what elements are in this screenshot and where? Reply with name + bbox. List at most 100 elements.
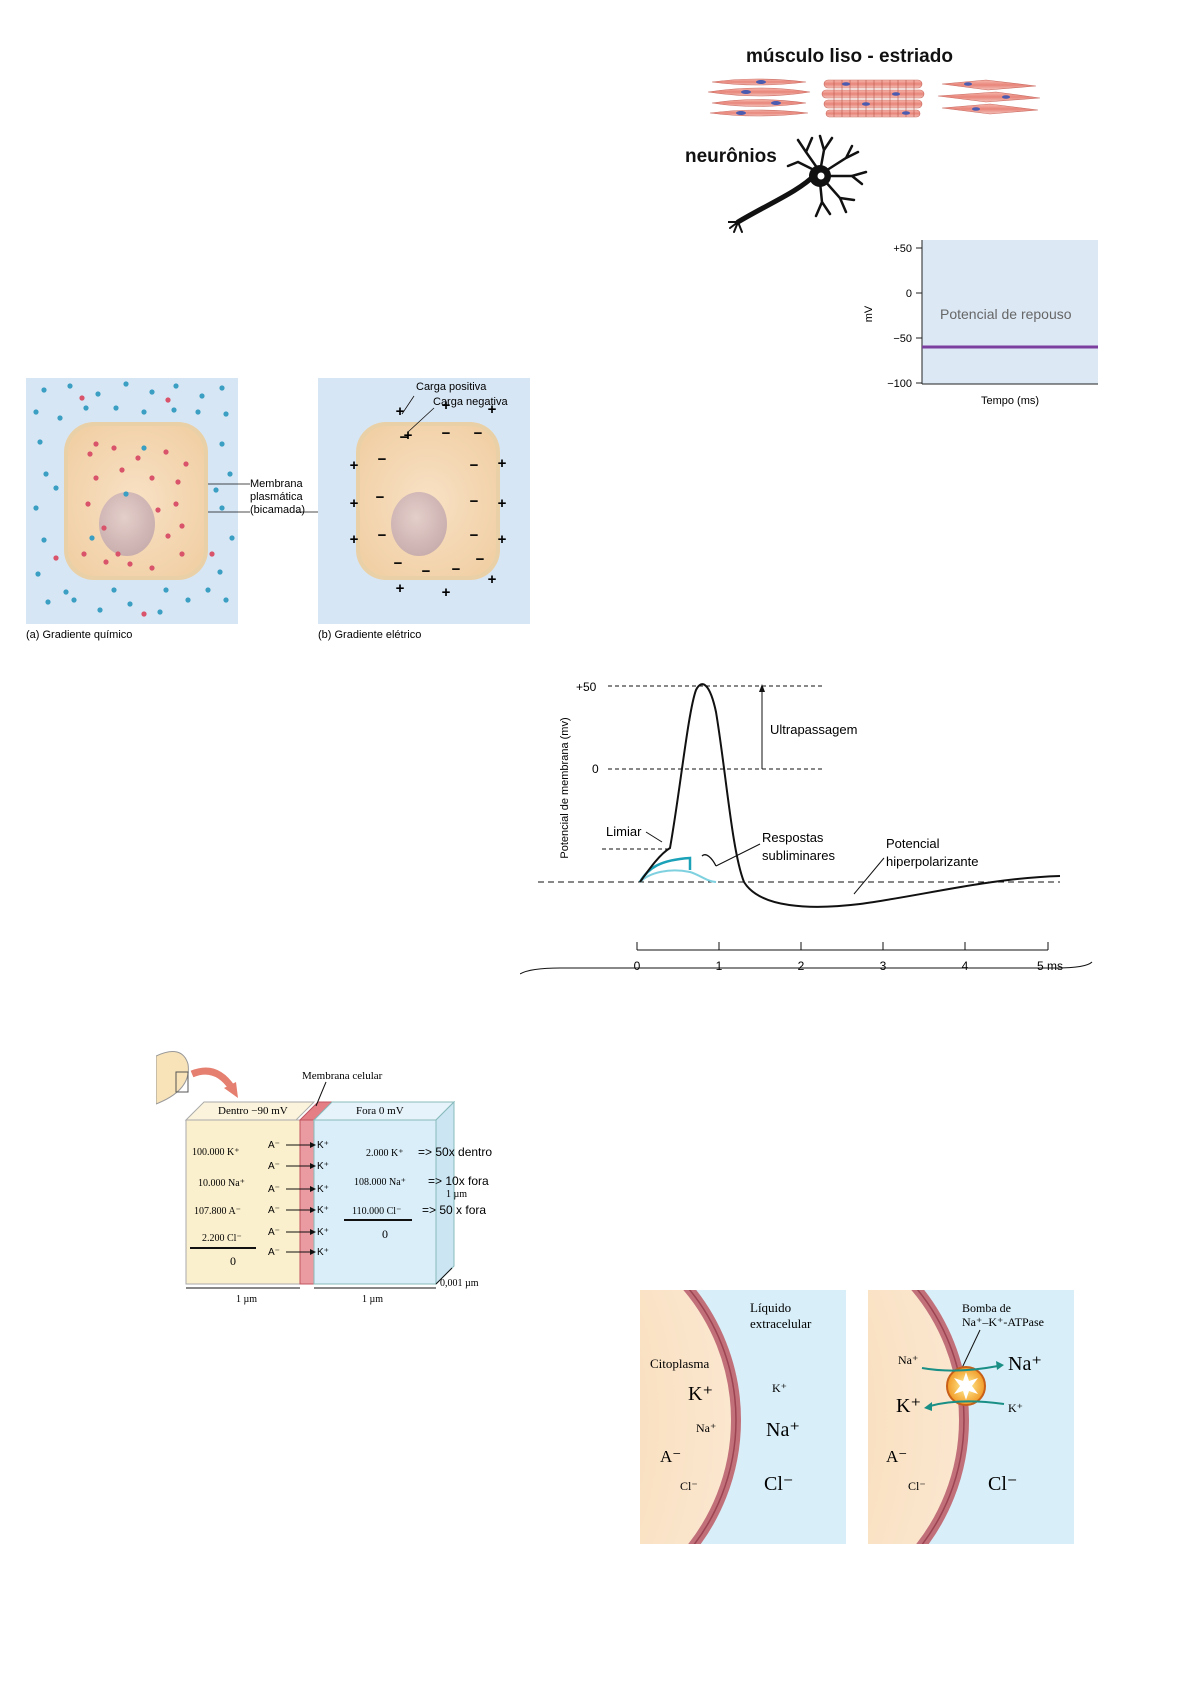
ion-dot [85,501,91,507]
ion-dot [179,523,185,529]
anion-label: A⁻ [268,1184,280,1195]
outside-value: 110.000 Cl⁻ [352,1206,401,1217]
chart-annotation: Potencial de repouso [940,306,1072,322]
ion-dot [127,561,133,567]
y-tick-label: −50 [893,333,912,345]
ion-dot [113,405,119,411]
ion-label: Cl⁻ [764,1473,793,1495]
ion-dot [155,507,161,513]
hyperpolarizing-label: Potencial [886,836,940,851]
ion-label: K⁺ [772,1381,787,1395]
positive-charge-symbol: + [350,495,359,512]
ion-dot [183,461,189,467]
smooth-muscle-icon [707,78,811,117]
ion-dot [209,551,215,557]
ion-dot [41,387,47,393]
inside-header: Dentro −90 mV [218,1105,288,1117]
ion-dot [149,565,155,571]
neuron-icon [728,134,868,233]
positive-charge-symbol: + [350,457,359,474]
ion-dot [115,551,121,557]
k-arrowhead [310,1142,316,1148]
electrical-gradient-panel: +++++++++++++−−−−−−−−−−−−− [318,378,530,624]
ion-dot [205,587,211,593]
ion-label: Na⁺ [696,1421,716,1435]
inside-total: 0 [230,1254,236,1268]
ion-dot [57,415,63,421]
inside-value: 10.000 Na⁺ [198,1178,245,1189]
ion-dot [37,439,43,445]
ion-label: Na⁺ [1008,1353,1042,1375]
negative-charge-symbol: − [476,551,485,568]
ion-label: Cl⁻ [908,1479,926,1493]
y-tick-label: −100 [887,378,912,390]
anion-label: A⁻ [268,1227,280,1238]
anion-label: A⁻ [268,1140,280,1151]
ion-label: Na⁺ [766,1419,800,1441]
ion-dot [223,597,229,603]
ion-dot [179,551,185,557]
outside-note: => 10x fora [428,1174,489,1188]
ion-label: Cl⁻ [988,1473,1017,1495]
k-arrowhead [310,1229,316,1235]
y-tick-label: 0 [906,288,912,300]
membrane-title: Membrana celular [302,1070,383,1082]
negative-charge-symbol: − [376,489,385,506]
ion-dot [227,471,233,477]
ion-label: K⁺ [896,1395,921,1417]
ion-dot [81,551,87,557]
ion-dot [41,537,47,543]
positive-charge-symbol: + [498,531,507,548]
x-tick-label: 1 [716,959,723,973]
ion-dot [53,485,59,491]
ion-dot [127,601,133,607]
negative-charge-symbol: − [442,425,451,442]
negative-charge-symbol: − [378,451,387,468]
y-axis-label: Potencial de membrana (mv) [559,717,571,858]
ion-dot [135,455,141,461]
positive-charge-symbol: + [396,403,405,420]
k-ion-label: K⁺ [317,1227,329,1238]
k-ion-label: K⁺ [317,1184,329,1195]
positive-charge-symbol: + [404,427,413,444]
ion-dot [45,599,51,605]
ion-dot [213,487,219,493]
ion-dot [53,555,59,561]
ion-dot [199,393,205,399]
outside-header: Fora 0 mV [356,1105,404,1117]
k-arrowhead [310,1163,316,1169]
ion-dot [165,397,171,403]
k-ion-label: K⁺ [317,1161,329,1172]
ion-dot [141,409,147,415]
striated-muscle-icon [821,79,925,118]
outside-total: 0 [382,1227,388,1241]
negative-charge-symbol: − [394,555,403,572]
overshoot-label: Ultrapassagem [770,722,857,737]
ion-dots [33,381,235,617]
ion-label: K⁺ [688,1383,713,1405]
ion-dot [141,445,147,451]
k-arrowhead [310,1207,316,1213]
ion-dot [63,589,69,595]
ion-label: Cl⁻ [680,1479,698,1493]
y-axis-label: mV [863,305,875,322]
k-ion-label: K⁺ [317,1247,329,1258]
outside-note: => 50 x fora [422,1203,486,1217]
inside-value: 100.000 K⁺ [192,1147,240,1158]
ion-dot [123,381,129,387]
ion-dot [87,451,93,457]
ion-dot [35,571,41,577]
cytoplasm-label: Citoplasma [650,1356,709,1371]
pump-label: Bomba de [962,1301,1011,1315]
anion-label: A⁻ [268,1247,280,1258]
anion-label: A⁻ [268,1161,280,1172]
negative-charge-symbol: − [422,563,431,580]
positive-charge-symbol: + [488,571,497,588]
positive-charge-symbol: + [442,397,451,414]
ion-dot [83,405,89,411]
x-axis-label: Tempo (ms) [981,395,1039,407]
ion-label: K⁺ [1008,1401,1023,1415]
ion-dot [119,467,125,473]
inside-value: 107.800 A⁻ [194,1206,241,1217]
positive-charge-label: Carga positiva [416,381,487,393]
